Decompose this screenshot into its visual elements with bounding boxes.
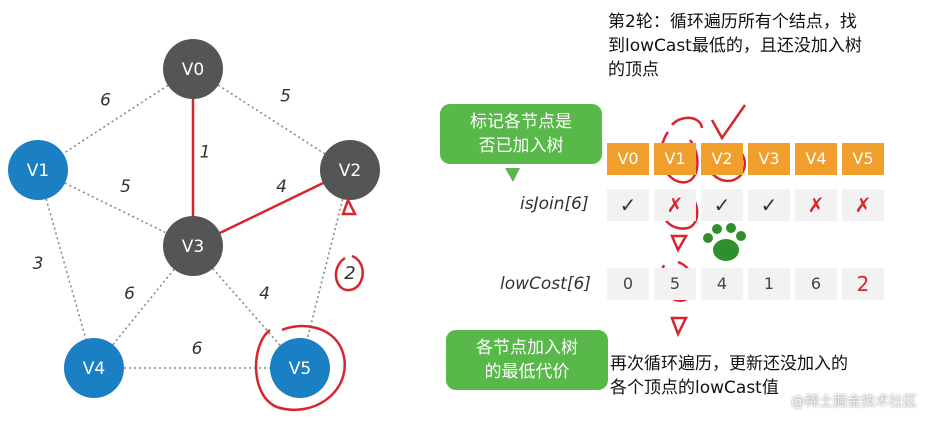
isjoin-cell-3: ✓ [748, 189, 790, 221]
vertex-label-v2: V2 [339, 161, 361, 181]
vertex-label-v1: V1 [27, 161, 49, 181]
lowcost-cell-0: 0 [607, 268, 649, 300]
edge-weight-v0-v2: 5 [280, 87, 291, 107]
isjoin-cell-4: ✗ [795, 189, 837, 221]
vertex-v1 [8, 140, 68, 200]
header-cell-v5: V5 [842, 143, 884, 175]
mark-below-v1 [670, 234, 689, 253]
lowcost-bubble: 各节点加入树 的最低代价 [446, 330, 608, 390]
lowcost-label: lowCost[6] [500, 274, 591, 294]
edge-weight-v1-v4: 3 [33, 254, 44, 274]
edge-weight-v4-v5: 6 [192, 339, 203, 359]
edge-weight-v0-v1: 6 [100, 91, 111, 111]
edge-v0-v1 [37, 68, 194, 171]
edge-weight-v0-v3: 1 [200, 143, 211, 163]
vertex-label-v5: V5 [289, 359, 311, 379]
edge-weight-v3-v5: 4 [259, 284, 270, 304]
watermark: @稀土掘金技术社区 [791, 394, 917, 410]
edge-weight-v2-v5-annotation: 2 [344, 263, 355, 284]
lowcost-cell-1: 5 [654, 268, 696, 300]
edge-weight-v3-v2: 4 [276, 177, 287, 197]
vertex-v2 [320, 140, 380, 200]
vertex-v4 [64, 338, 124, 398]
vertex-v5 [270, 338, 330, 398]
edge-v0-v2 [192, 68, 351, 171]
lowcost-cell-5: 2 [842, 268, 884, 300]
header-cell-v4: V4 [795, 143, 837, 175]
edge-weight-v1-v3: 5 [120, 177, 131, 197]
paw-icon [703, 223, 746, 261]
round-description: 第2轮：循环遍历所有个结点，找 到lowCast最低的，且还没加入树 的顶点 [608, 12, 862, 80]
isjoin-cell-5: ✗ [842, 189, 884, 221]
vertex-v0 [163, 39, 223, 99]
vertex-label-v3: V3 [182, 237, 204, 257]
vertex-v3 [163, 216, 223, 276]
bubble-top-tail [505, 168, 520, 182]
lowcost-cell-4: 6 [795, 268, 837, 300]
lowcost-cell-3: 1 [748, 268, 790, 300]
lowcost-cell-2: 4 [701, 268, 743, 300]
edge-weight-v3-v4: 6 [124, 284, 135, 304]
edge-v1-v3 [37, 169, 194, 247]
circle-v5 [254, 324, 346, 411]
circle-weight-2 [334, 254, 364, 292]
update-description: 再次循环遍历，更新还没加入的 各个顶点的lowCast值 [610, 354, 848, 398]
vertex-label-v4: V4 [83, 359, 105, 379]
header-cell-v0: V0 [607, 143, 649, 175]
check-v2 [710, 104, 747, 141]
isjoin-cell-1: ✗ [654, 189, 696, 221]
mark-below-5 [670, 316, 689, 338]
isjoin-cell-0: ✓ [607, 189, 649, 221]
edge-v2-v5 [299, 169, 351, 369]
isjoin-bubble: 标记各节点是 否已加入树 [440, 104, 602, 164]
header-cell-v2: V2 [701, 143, 743, 175]
isjoin-cell-2: ✓ [701, 189, 743, 221]
mark-near-v2 [341, 196, 358, 216]
isjoin-label: isJoin[6] [520, 194, 589, 214]
vertex-label-v0: V0 [182, 60, 204, 80]
header-cell-v1: V1 [654, 143, 696, 175]
header-cell-v3: V3 [748, 143, 790, 175]
arrow-v1 [671, 116, 704, 129]
edge-v1-v4 [37, 169, 95, 369]
